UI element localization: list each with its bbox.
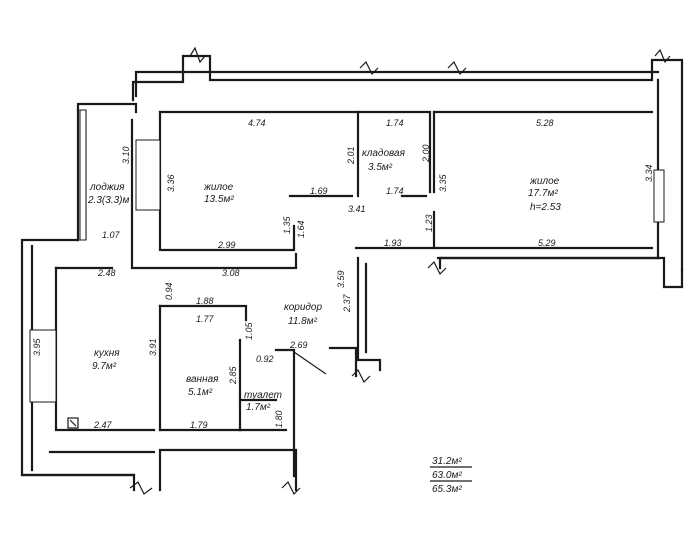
room-name-storage: кладовая [362, 148, 406, 159]
dim-label: 3.36 [166, 174, 176, 192]
room-area-corridor: 11.8м² [288, 316, 318, 327]
outer-walls [20, 54, 684, 492]
break-marks [129, 46, 671, 496]
dim-label: 1.69 [310, 186, 328, 196]
dim-label: 1.23 [424, 214, 434, 232]
dim-label: 1.74 [386, 118, 404, 128]
room-height-living2: h=2.53 [530, 202, 561, 213]
room-labels: жилое 13.5м² кладовая 3.5м² жилое 17.7м²… [87, 148, 561, 413]
dimension-labels: 4.74 1.74 5.28 3.10 3.36 2.01 2.00 3.35 … [32, 118, 654, 430]
dim-label: 0.92 [256, 354, 274, 364]
dim-label: 1.05 [244, 321, 254, 340]
dim-label: 1.93 [384, 238, 402, 248]
dim-label: 1.74 [386, 186, 404, 196]
dim-label: 3.41 [348, 204, 366, 214]
dim-label: 2.99 [217, 240, 236, 250]
dim-label: 1.77 [196, 314, 215, 324]
dim-label: 2.85 [228, 365, 238, 385]
dim-label: 5.28 [536, 118, 554, 128]
dim-label: 1.79 [190, 420, 208, 430]
room-area-living1: 13.5м² [204, 194, 234, 205]
room-name-kitchen: кухня [94, 348, 120, 359]
dim-label: 3.59 [336, 270, 346, 288]
total-living: 31.2м² [432, 456, 462, 467]
room-area-bathroom: 5.1м² [188, 387, 213, 398]
dim-label: 2.47 [93, 420, 113, 430]
dim-label: 3.35 [438, 173, 448, 192]
dim-label: 5.29 [538, 238, 556, 248]
window-living2 [653, 169, 665, 223]
total-useful: 63.0м² [432, 470, 462, 481]
area-totals: 31.2м² 63.0м² 65.3м² [430, 456, 472, 495]
room-name-corridor: коридор [284, 302, 322, 313]
dim-label: 1.80 [274, 410, 284, 428]
total-overall: 65.3м² [432, 484, 462, 495]
dim-label: 2.01 [346, 146, 356, 165]
room-name-living2: жилое [529, 176, 560, 187]
window-kitchen [29, 329, 57, 403]
stove-icon [67, 417, 79, 429]
dim-label: 2.00 [421, 144, 431, 163]
room-area-living2: 17.7м² [528, 188, 558, 199]
window-living1 [135, 139, 161, 211]
dim-label: 3.10 [121, 146, 131, 164]
room-name-toilet: туалет [244, 390, 282, 401]
room-area-loggia: 2.3(3.3)м [87, 195, 129, 206]
room-area-toilet: 1.7м² [246, 402, 271, 413]
dim-label: 1.88 [196, 296, 214, 306]
dim-label: 1.35 [282, 215, 292, 234]
room-name-bathroom: ванная [186, 374, 219, 385]
dim-label: 4.74 [248, 118, 266, 128]
dim-label: 2.69 [289, 340, 308, 350]
window-loggia [79, 109, 87, 241]
dim-label: 3.08 [222, 268, 240, 278]
room-name-loggia: лоджия [89, 182, 125, 193]
dim-label: 0.94 [164, 282, 174, 300]
dim-label: 1.07 [102, 230, 121, 240]
dim-label: 2.37 [342, 293, 352, 313]
room-area-storage: 3.5м² [368, 162, 393, 173]
dim-label: 3.95 [32, 337, 42, 356]
dim-label: 1.64 [296, 220, 306, 238]
windows [29, 109, 665, 403]
room-area-kitchen: 9.7м² [92, 361, 117, 372]
dim-label: 3.34 [644, 164, 654, 182]
dim-label: 3.91 [148, 338, 158, 356]
dim-label: 2.48 [97, 268, 116, 278]
room-name-living1: жилое [203, 182, 234, 193]
